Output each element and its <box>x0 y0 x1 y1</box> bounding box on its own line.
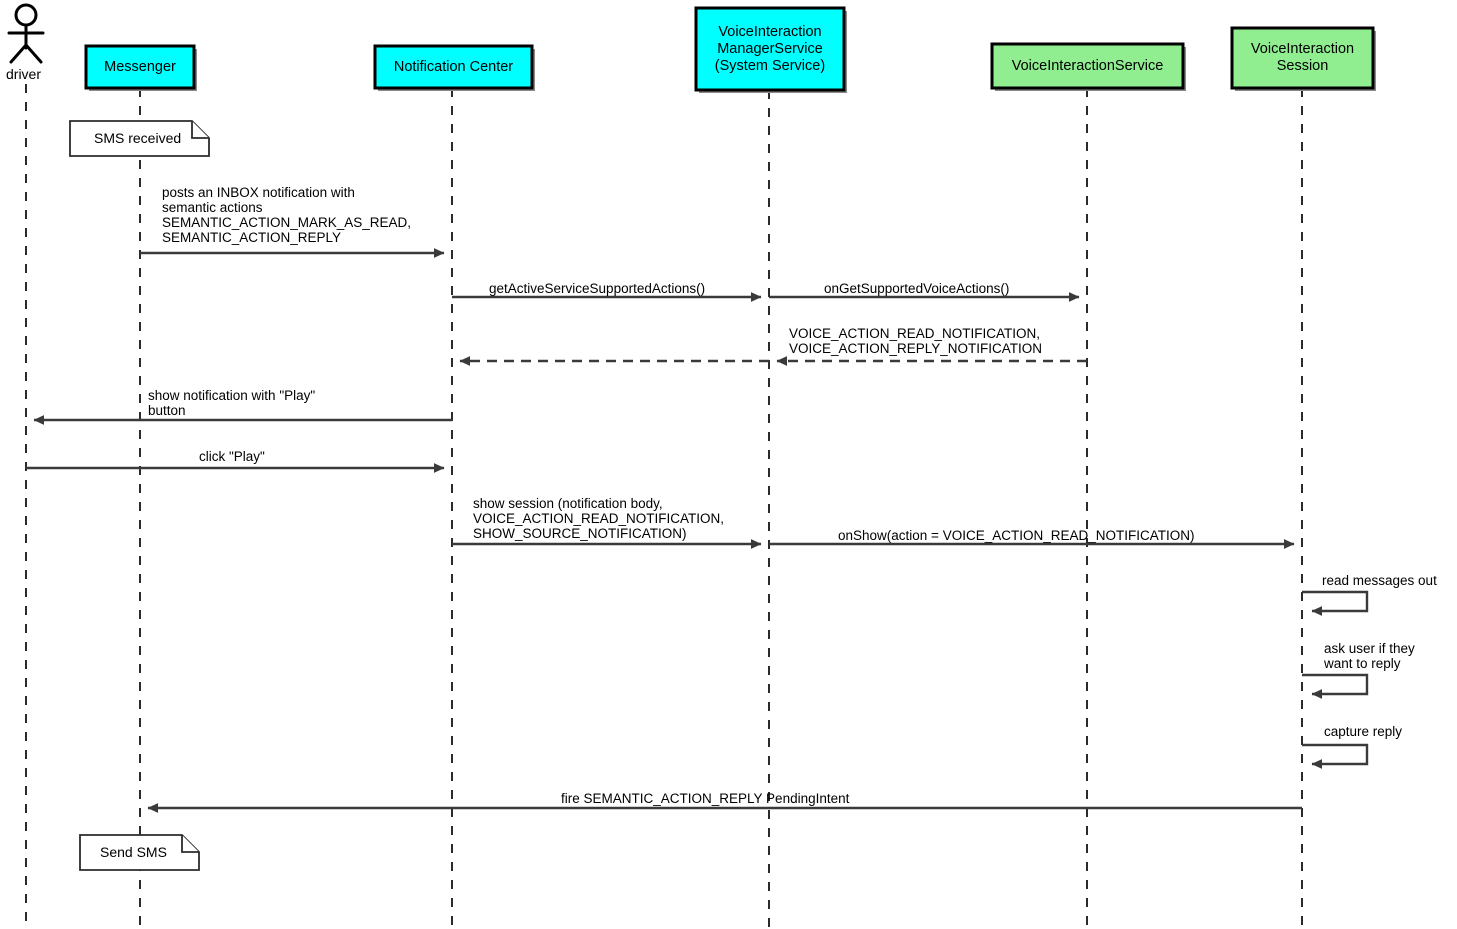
self-call-label-capture-reply: capture reply <box>1324 724 1403 739</box>
self-call-ask-user-reply-loop <box>1302 673 1369 699</box>
message-label-on-get-supported-voice-actions: onGetSupportedVoiceActions() <box>824 281 1010 296</box>
message-label-fire-semantic-action-reply-pending-intent: fire SEMANTIC_ACTION_REPLY PendingIntent <box>561 791 850 806</box>
message-label-post-inbox-notification: posts an INBOX notification with semanti… <box>162 185 412 245</box>
message-label-show-session: show session (notification body, VOICE_A… <box>473 496 725 541</box>
message-label-get-active-service-supported-actions: getActiveServiceSupportedActions() <box>489 281 706 296</box>
note-label-sms-received: SMS received <box>94 130 182 146</box>
participant-box-voice-interaction-manager-service[interactable] <box>694 6 847 93</box>
participant-label-voice-interaction-manager-service: VoiceInteraction ManagerService (System … <box>714 23 826 74</box>
participant-box-messenger[interactable] <box>84 44 197 91</box>
participant-label-notification-center: Notification Center <box>393 58 514 75</box>
self-call-loops-group <box>1302 590 1369 769</box>
participant-box-voice-interaction-session[interactable] <box>1230 26 1376 91</box>
note-label-send-sms: Send SMS <box>100 844 167 860</box>
lifelines-group <box>25 84 1303 929</box>
actor-label-driver: driver <box>6 66 42 82</box>
note-send-sms-shape <box>79 834 200 871</box>
actor-driver-icon <box>7 3 45 64</box>
participant-box-notification-center[interactable] <box>373 44 535 91</box>
participant-label-voice-interaction-service: VoiceInteractionService <box>1011 57 1164 74</box>
message-label-on-show: onShow(action = VOICE_ACTION_READ_NOTIFI… <box>838 528 1195 543</box>
message-label-return-voice-actions: VOICE_ACTION_READ_NOTIFICATION, VOICE_AC… <box>789 326 1043 356</box>
message-label-show-notification-with-play: show notification with "Play" button <box>148 388 316 418</box>
self-call-label-read-messages-out: read messages out <box>1322 573 1437 588</box>
message-label-click-play: click "Play" <box>199 449 265 464</box>
participant-label-messenger: Messenger <box>104 58 176 75</box>
message-arrows-group <box>26 248 1302 813</box>
self-call-read-messages-out-loop <box>1302 590 1369 616</box>
note-sms-received-shape <box>69 120 210 157</box>
participant-box-voice-interaction-service[interactable] <box>990 42 1186 91</box>
self-call-capture-reply-loop <box>1302 743 1369 769</box>
participant-label-voice-interaction-session: VoiceInteraction Session <box>1250 41 1355 74</box>
self-call-label-ask-user-reply: ask user if they want to reply <box>1324 641 1415 671</box>
